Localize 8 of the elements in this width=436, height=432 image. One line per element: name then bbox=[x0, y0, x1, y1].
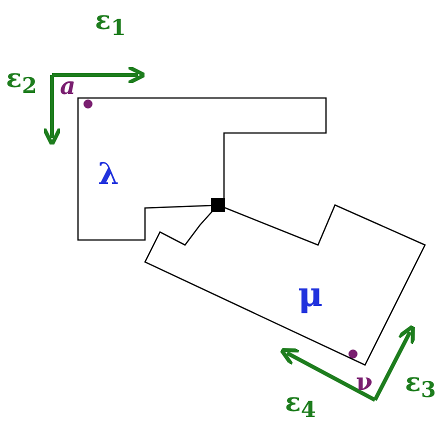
region-label: λ bbox=[98, 160, 120, 190]
vector-label: ε$_{3}$ bbox=[405, 370, 436, 402]
point-label: a bbox=[60, 74, 76, 98]
vector-label: ε$_{2}$ bbox=[6, 66, 37, 98]
region-label: ν bbox=[356, 370, 373, 394]
vector-label: ε$_{4}$ bbox=[285, 390, 316, 422]
region-label: μ bbox=[298, 278, 323, 312]
vector-label: ε$_{1}$ bbox=[95, 8, 126, 40]
